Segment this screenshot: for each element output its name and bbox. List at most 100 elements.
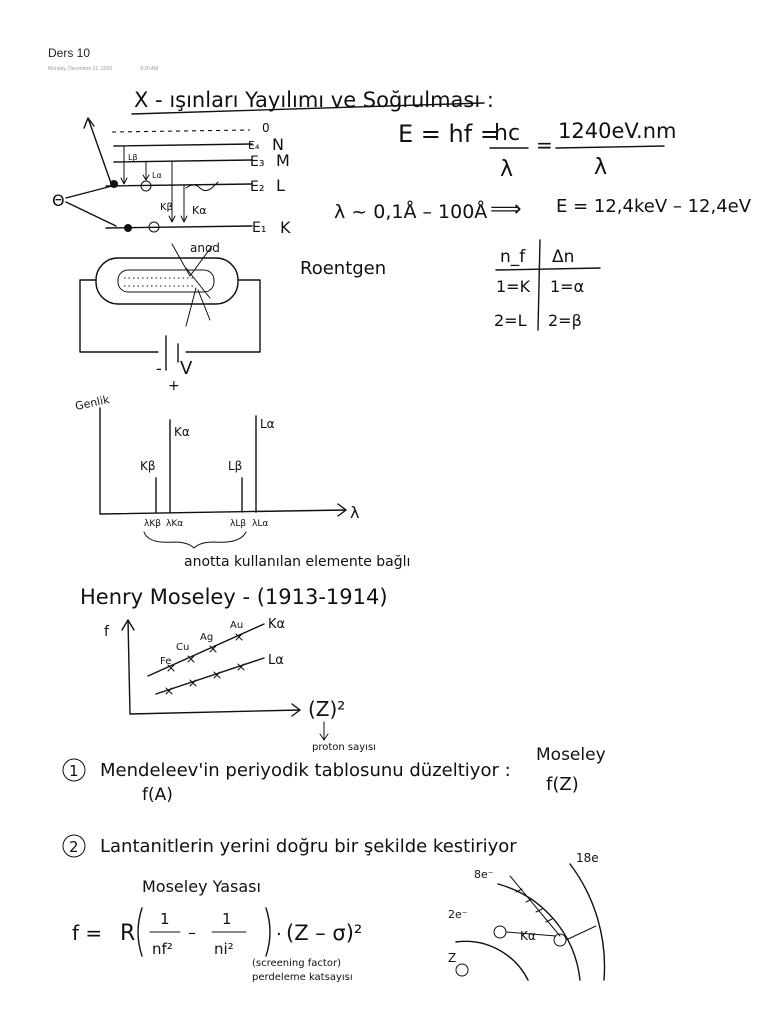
element-cu: Cu: [176, 642, 189, 653]
equals-sign: =: [536, 133, 553, 157]
shell-label-z: Z: [448, 951, 456, 965]
lambda-kbeta: λKβ: [144, 519, 161, 529]
ejected-electron-arrow: [83, 117, 113, 187]
note-title: Ders 10: [48, 46, 91, 60]
table-header-rule: [495, 267, 601, 271]
heading-underline: [131, 102, 485, 115]
transition-arrows: [505, 875, 597, 941]
spectrum-sketch: Genlik λ Kβ Kα Lβ Lα λKβ λKα λLβ λLα ano…: [74, 393, 411, 570]
z-sub-arrow: [319, 721, 329, 741]
peak-label-lalpha: Lα: [260, 417, 275, 431]
series-table: n_f Δn 1=K 1=α 2=L 2=β: [494, 239, 601, 331]
level-shell-n: N: [272, 135, 284, 154]
label-lalpha: Lα: [152, 171, 162, 180]
label-lbeta: Lβ: [128, 153, 138, 162]
point-2-number: 2: [69, 838, 79, 856]
label-kbeta: Kβ: [160, 202, 173, 213]
electron-dot-k: [124, 224, 132, 232]
level-shell-m: M: [276, 151, 290, 170]
point-2-circle: [62, 834, 86, 858]
lambda-lalpha: λLα: [252, 519, 268, 529]
point-1-number: 1: [69, 762, 79, 780]
wavelength-range: λ ~ 0,1Å – 100Å: [334, 200, 487, 223]
xray-tube-sketch: anod - V + Roentgen: [79, 241, 386, 394]
nucleus: [455, 963, 469, 977]
lambda-denominator-2: λ: [594, 155, 607, 180]
point-1-circle: [62, 758, 86, 782]
level-energy-e4: E₄: [248, 139, 260, 152]
electron-paths: [65, 185, 117, 227]
spectrum-peaks: [155, 415, 257, 513]
peak-label-lbeta: Lβ: [228, 459, 242, 473]
point-2-text: Lantanitlerin yerini doğru bir şekilde k…: [100, 836, 517, 857]
hc-numerator: hc: [494, 121, 520, 146]
level-energy-e2: E₂: [250, 179, 264, 195]
shell-kalpha-label: Kα: [520, 929, 536, 943]
level-line-0: [111, 129, 251, 133]
moseley-law: Moseley Yasası f = R 1 nf² – 1 ni² · (Z …: [72, 877, 362, 983]
electron-symbol: Θ: [52, 191, 65, 210]
table-row-2-nf: 2=L: [494, 311, 527, 330]
spectrum-note: anotta kullanılan elemente bağlı: [184, 554, 410, 570]
spectrum-y-label: Genlik: [74, 393, 111, 413]
law-screening-tr: perdeleme katsayısı: [252, 972, 353, 983]
law-one-b: 1: [222, 910, 232, 928]
note-date: Monday, December 21, 2020: [48, 66, 113, 72]
anode-target: [185, 267, 211, 299]
law-one-a: 1: [160, 910, 170, 928]
spectrum-x-label: λ: [350, 503, 359, 522]
lbeta-arrow: [120, 145, 128, 185]
lambda-lbeta: λLβ: [230, 519, 246, 529]
level-shell-k: K: [280, 218, 291, 237]
law-r: R: [120, 921, 135, 946]
energy-lhs: E = hf =: [398, 120, 500, 148]
battery-symbol: [165, 335, 179, 371]
point-1-aside-name: Moseley: [536, 745, 606, 765]
spectrum-x-arrow: [337, 503, 347, 517]
level-shell-l: L: [276, 176, 285, 195]
z-sub-label: proton sayısı: [312, 742, 376, 753]
moseley-section: Henry Moseley - (1913-1914) f (Z)² proto…: [80, 585, 388, 753]
energy-constant: 1240eV.nm: [558, 119, 676, 143]
point-1-text: Mendeleev'in periyodik tablosunu düzelti…: [100, 760, 511, 781]
photon-wave: [185, 181, 219, 192]
energy-formula: E = hf = hc λ = 1240eV.nm λ λ ~ 0,1Å – 1…: [334, 119, 752, 223]
inner-shell: [455, 940, 529, 981]
moseley-axes: [127, 619, 301, 715]
peak-label-kalpha: Kα: [174, 425, 190, 439]
law-title: Moseley Yasası: [142, 877, 261, 896]
law-dot: ·: [276, 924, 282, 945]
level-line-l: [105, 183, 253, 187]
lalpha-arrow: [142, 161, 150, 181]
table-column-rule: [537, 239, 541, 331]
spectrum-brace: [143, 531, 247, 549]
voltage-label: V: [180, 358, 193, 379]
middle-shell: [497, 883, 581, 981]
vacancy-circle: [493, 925, 507, 939]
note-time: 9:30 AM: [140, 66, 159, 72]
l-line: [155, 657, 265, 695]
peak-label-kbeta: Kβ: [140, 459, 156, 473]
moseley-title: Henry Moseley - (1913-1914): [80, 585, 388, 609]
point-2: 2 Lantanitlerin yerini doğru bir şekilde…: [62, 834, 517, 858]
electron-beam: [124, 277, 196, 287]
point-1-sub: f(A): [142, 785, 173, 805]
level-energy-e3: E₃: [250, 154, 264, 170]
electron-dot-l: [110, 180, 118, 188]
lambda-denominator-1: λ: [500, 157, 513, 182]
level-line-n: [113, 143, 253, 147]
tube-outline: [95, 257, 239, 305]
point-1-aside-expr: f(Z): [546, 774, 579, 795]
table-header-nf: n_f: [500, 247, 526, 267]
law-minus: –: [188, 923, 196, 942]
data-marks: [165, 633, 245, 695]
law-ni2: ni²: [214, 940, 234, 958]
moseley-y-label: f: [104, 624, 110, 640]
fraction-bar-2: [555, 145, 665, 149]
roentgen-label: Roentgen: [300, 258, 386, 279]
spectrum-axes: [99, 407, 347, 515]
moseley-x-label: (Z)²: [308, 697, 345, 721]
level-line-m: [113, 159, 253, 163]
